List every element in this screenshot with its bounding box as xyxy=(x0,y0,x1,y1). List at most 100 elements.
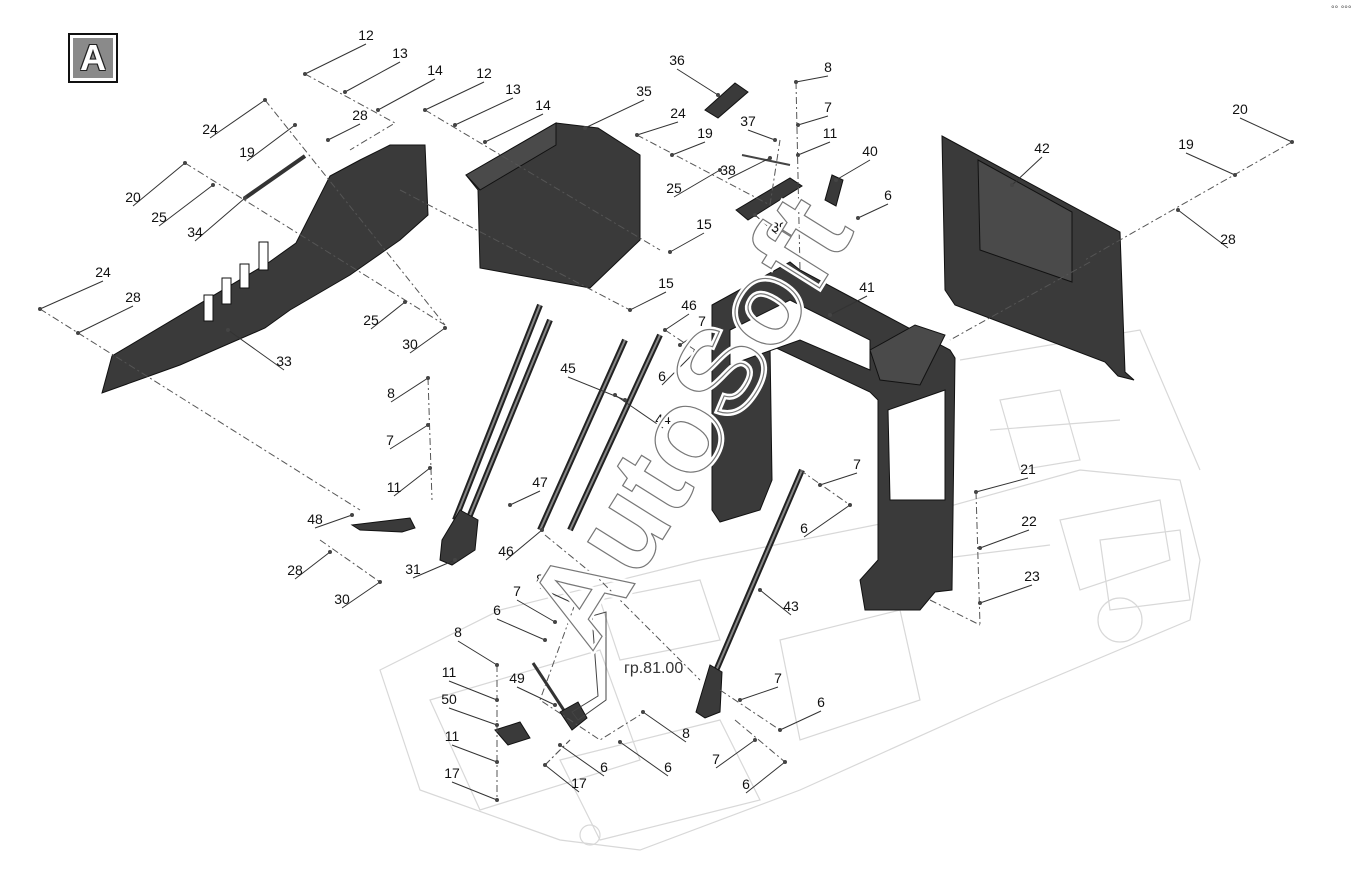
callout-leader xyxy=(979,529,1030,549)
callout-leader xyxy=(194,197,246,242)
callout-anchor xyxy=(426,423,430,427)
callout-number: 8 xyxy=(682,725,690,741)
callout-number: 14 xyxy=(427,62,443,78)
callout-anchor xyxy=(553,703,557,707)
callout-leader xyxy=(132,162,186,207)
callout-number: 50 xyxy=(441,691,457,707)
callout-leader xyxy=(246,124,296,162)
rod-pair-31 xyxy=(439,303,553,566)
callout-leader xyxy=(1177,209,1229,249)
callout-leader xyxy=(795,75,829,83)
callout-anchor xyxy=(378,580,382,584)
callout-number: 8 xyxy=(824,59,832,75)
callout-anchor xyxy=(443,326,447,330)
callout-anchor xyxy=(428,466,432,470)
callout-leader xyxy=(209,99,266,139)
callout-leader xyxy=(341,581,381,609)
callout-leader xyxy=(304,43,367,75)
callout-leader xyxy=(496,618,546,641)
callout-number: 6 xyxy=(884,187,892,203)
callout-anchor xyxy=(211,183,215,187)
callout-number: 6 xyxy=(600,759,608,775)
callout-number: 15 xyxy=(658,275,674,291)
callout-leader xyxy=(370,301,406,330)
callout-leader xyxy=(669,232,705,253)
callout-anchor xyxy=(818,483,822,487)
callout-leader xyxy=(454,97,514,126)
callout-leader xyxy=(975,477,1029,493)
callout-number: 6 xyxy=(493,602,501,618)
callout-anchor xyxy=(1176,208,1180,212)
callout-number: 43 xyxy=(783,598,799,614)
callout-number: 6 xyxy=(664,759,672,775)
callout-leader xyxy=(412,559,456,579)
callout-anchor xyxy=(974,490,978,494)
callout-leader xyxy=(39,280,104,310)
callout-number: 7 xyxy=(712,751,720,767)
callout-number: 12 xyxy=(476,65,492,81)
callout-leader xyxy=(979,584,1033,604)
callout-anchor xyxy=(635,133,639,137)
callout-anchor xyxy=(540,528,544,532)
callout-anchor xyxy=(978,546,982,550)
callout-anchor xyxy=(573,602,577,606)
callout-anchor xyxy=(1290,140,1294,144)
callout-anchor xyxy=(738,698,742,702)
callout-anchor xyxy=(293,123,297,127)
callout-number: 28 xyxy=(352,107,368,123)
callout-number: 35 xyxy=(636,83,652,99)
callout-anchor xyxy=(1010,183,1014,187)
callout-leader xyxy=(629,291,667,311)
callout-leader xyxy=(451,744,498,763)
callout-anchor xyxy=(38,307,42,311)
callout-anchor xyxy=(403,300,407,304)
callout-anchor xyxy=(613,393,617,397)
callout-anchor xyxy=(426,376,430,380)
callout-number: 28 xyxy=(1220,231,1236,247)
callout-anchor xyxy=(628,308,632,312)
callout-number: 6 xyxy=(817,694,825,710)
callout-number: 7 xyxy=(853,456,861,472)
callout-leader xyxy=(327,123,361,141)
callout-anchor xyxy=(718,168,722,172)
cover-box-35 xyxy=(465,122,641,289)
callout-anchor xyxy=(796,123,800,127)
callout-anchor xyxy=(423,108,427,112)
callout-leader xyxy=(779,710,822,731)
panel-slots xyxy=(203,241,269,322)
callout-leader xyxy=(448,680,498,701)
callout-number: 6 xyxy=(742,776,750,792)
callout-number: 20 xyxy=(1232,101,1248,117)
callout-leader xyxy=(158,184,214,227)
callout-number: 38 xyxy=(720,162,736,178)
callout-anchor xyxy=(618,740,622,744)
callout-anchor xyxy=(328,550,332,554)
callout-anchor xyxy=(663,328,667,332)
callout-leader xyxy=(484,113,544,143)
callout-anchor xyxy=(303,72,307,76)
callout-number: 24 xyxy=(202,121,218,137)
callout-number: 7 xyxy=(824,99,832,115)
rod-44 xyxy=(567,333,663,532)
callout-leader xyxy=(797,115,829,126)
reference-label: гр.81.00 xyxy=(624,660,684,677)
callout-leader xyxy=(457,640,498,666)
callout-number: 24 xyxy=(670,105,686,121)
callout-anchor xyxy=(226,328,230,332)
callout-number: 46 xyxy=(681,297,697,313)
callout-anchor xyxy=(553,620,557,624)
callout-leader xyxy=(509,490,541,506)
view-badge: A xyxy=(68,33,118,83)
callout-leader xyxy=(451,781,498,801)
callout-number: 41 xyxy=(859,279,875,295)
callout-anchor xyxy=(453,123,457,127)
callout-leader xyxy=(389,424,429,450)
callout-leader xyxy=(1239,117,1293,143)
callout-number: 8 xyxy=(387,385,395,401)
callout-number: 8 xyxy=(536,571,544,587)
callout-anchor xyxy=(678,343,682,347)
callout-number: 34 xyxy=(187,224,203,240)
callout-leader xyxy=(803,504,851,538)
callout-anchor xyxy=(558,743,562,747)
